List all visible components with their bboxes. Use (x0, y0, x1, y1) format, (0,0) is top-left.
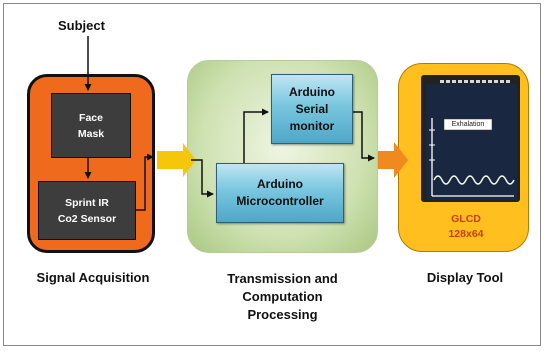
sensor-line-1: Sprint IR (65, 196, 109, 209)
exhalation-waveform (433, 175, 515, 185)
glcd-screen (426, 84, 517, 200)
caption-transmission-line-2: Computation (242, 289, 323, 304)
subject-label: Subject (58, 18, 105, 33)
arrow-acquisition-to-transmission (157, 143, 196, 177)
micro-line-2: Microcontroller (236, 194, 324, 208)
face-mask-line-1: Face (79, 111, 103, 124)
face-mask-box: Face Mask (51, 93, 131, 158)
arrow-into-microcontroller (191, 159, 214, 198)
arduino-microcontroller-box: Arduino Microcontroller (216, 163, 344, 223)
serial-line-2: Serial (295, 101, 329, 116)
serial-line-1: Arduino (289, 84, 335, 99)
caption-transmission-line-3: Processing (247, 307, 318, 322)
glcd-label-2: 128x64 (448, 228, 484, 240)
arrow-sensor-to-panel-edge (136, 153, 154, 211)
glcd-label-1: GLCD (451, 213, 481, 225)
arrow-micro-to-serial (243, 108, 269, 163)
face-mask-line-2: Mask (77, 127, 105, 140)
caption-transmission: Transmission and Computation Processing (200, 270, 365, 324)
arduino-serial-monitor-box: Arduino Serial monitor (271, 74, 353, 144)
sensor-line-2: Co2 Sensor (57, 212, 117, 225)
co2-sensor-box: Sprint IR Co2 Sensor (38, 181, 136, 240)
screen-label: Exhalation (451, 121, 485, 128)
micro-line-1: Arduino (257, 177, 303, 191)
screen-y-ticks (429, 129, 435, 161)
caption-display-tool: Display Tool (426, 270, 504, 285)
screen-label-box (443, 118, 493, 131)
arrow-transmission-to-display (378, 142, 408, 178)
arrow-serial-to-display (353, 111, 375, 162)
caption-transmission-line-1: Transmission and (227, 271, 338, 286)
glcd-pin-header (440, 80, 510, 83)
caption-signal-acquisition: Signal Acquisition (36, 270, 150, 285)
serial-line-3: monitor (289, 118, 335, 133)
